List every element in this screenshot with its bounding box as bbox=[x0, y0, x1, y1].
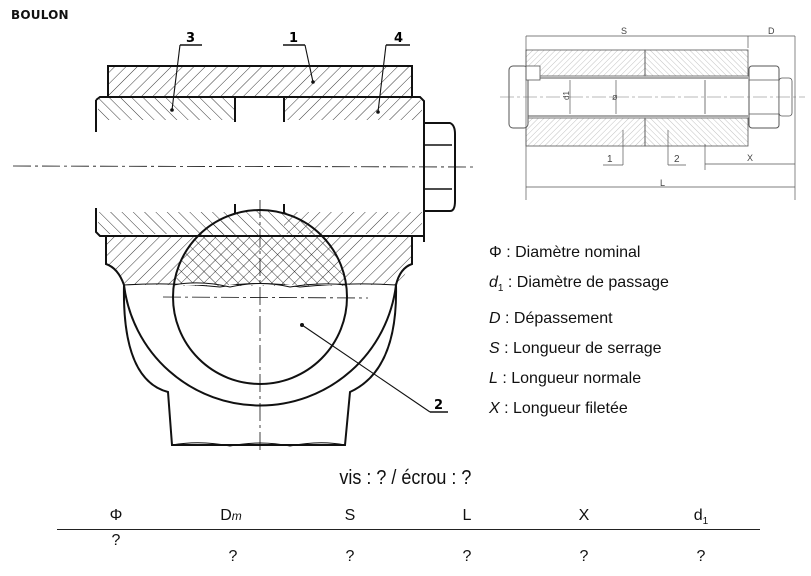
right-part-label-1: 1 bbox=[607, 154, 613, 165]
cell-d1: ? bbox=[696, 548, 706, 565]
col-header-L: L bbox=[462, 507, 472, 524]
dim-label-phi: ø bbox=[612, 92, 618, 102]
symbol-legend: Φ : Diamètre nominal d1 : Diamètre de pa… bbox=[489, 238, 669, 424]
page-title: BOULON bbox=[11, 8, 69, 22]
dim-label-S: S bbox=[621, 26, 627, 36]
hex-nut-left-drawing bbox=[424, 122, 456, 212]
part-3-block bbox=[95, 96, 236, 132]
legend-item-L: L : Longueur normale bbox=[489, 370, 642, 388]
cell-S: ? bbox=[345, 548, 355, 565]
lower-blocks bbox=[95, 204, 425, 237]
dim-label-L: L bbox=[660, 178, 665, 188]
part-label-3: 3 bbox=[186, 31, 195, 46]
legend-item-phi: Φ : Diamètre nominal bbox=[489, 244, 641, 261]
col-header-X: X bbox=[578, 507, 590, 524]
legend-item-d1: d1 : Diamètre de passage bbox=[489, 274, 669, 295]
legend-item-S: S : Longueur de serrage bbox=[489, 340, 662, 358]
col-header-Dm: Dm bbox=[220, 507, 242, 524]
dim-label-X: X bbox=[747, 153, 753, 163]
cell-phi: ? bbox=[111, 532, 121, 549]
center-lines bbox=[12, 165, 476, 450]
legend-item-X: X : Longueur filetée bbox=[489, 400, 628, 418]
table-header-row: Φ Dm S L X d1 bbox=[57, 507, 760, 529]
dim-label-d1: d1 bbox=[562, 91, 571, 100]
cell-L: ? bbox=[462, 548, 472, 565]
right-part-label-2: 2 bbox=[674, 154, 680, 165]
col-header-S: S bbox=[344, 507, 356, 524]
table-row: ? ? ? ? ? ? bbox=[57, 530, 760, 570]
cell-X: ? bbox=[579, 548, 589, 565]
part-label-leaders bbox=[171, 44, 448, 413]
legend-item-D: D : Dépassement bbox=[489, 310, 613, 328]
table-header-rule bbox=[57, 529, 760, 530]
col-header-phi: Φ bbox=[109, 507, 123, 524]
screw-nut-caption: vis : ? / écrou : ? bbox=[339, 467, 472, 489]
part-label-4: 4 bbox=[394, 31, 403, 46]
dimension-table: Φ Dm S L X d1 ? ? ? ? ? ? bbox=[57, 507, 760, 570]
part-label-1: 1 bbox=[289, 31, 298, 46]
cell-Dm: ? bbox=[228, 548, 238, 565]
dim-label-D: D bbox=[768, 26, 775, 36]
col-header-d1: d1 bbox=[693, 507, 709, 528]
part-1-plate bbox=[107, 65, 413, 98]
part-label-2: 2 bbox=[434, 398, 443, 413]
part-4-block bbox=[283, 96, 425, 242]
bolt-dimension-drawing: S D L X d1 ø 1 2 bbox=[500, 26, 805, 200]
